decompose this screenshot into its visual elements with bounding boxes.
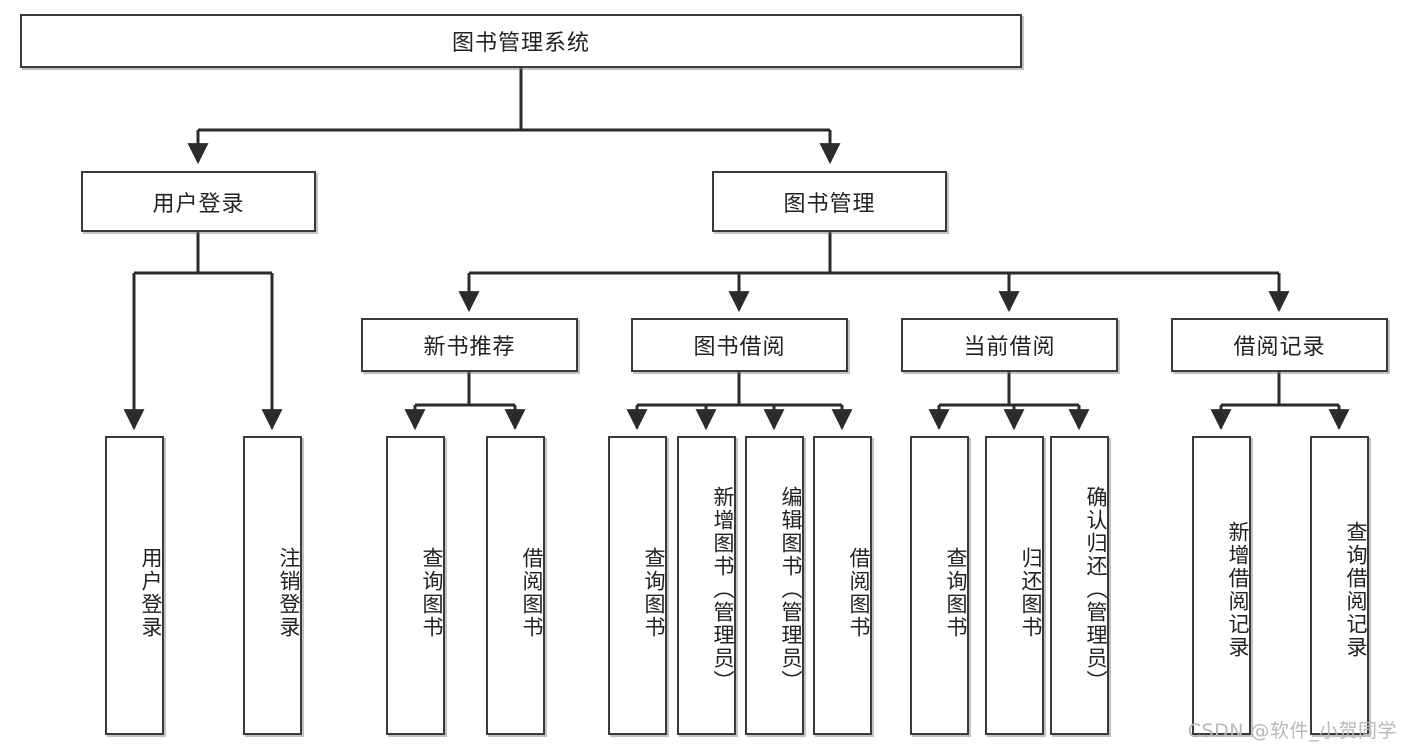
node-leaf-10[interactable]: 确认归还（管理员）	[1050, 436, 1109, 735]
node-level3-0[interactable]: 新书推荐	[361, 318, 578, 372]
node-leaf-12[interactable]: 查询借阅记录	[1310, 436, 1369, 735]
node-leaf-6[interactable]: 编辑图书（管理员）	[745, 436, 804, 735]
node-level3-1[interactable]: 图书借阅	[631, 318, 848, 372]
node-level3-3[interactable]: 借阅记录	[1171, 318, 1388, 372]
node-level2-0[interactable]: 用户登录	[81, 171, 316, 232]
node-leaf-2[interactable]: 查询图书	[386, 436, 445, 735]
node-leaf-7[interactable]: 借阅图书	[813, 436, 872, 735]
node-leaf-11[interactable]: 新增借阅记录	[1192, 436, 1251, 735]
node-leaf-1[interactable]: 注销登录	[243, 436, 302, 735]
node-leaf-8[interactable]: 查询图书	[910, 436, 969, 735]
node-leaf-4[interactable]: 查询图书	[608, 436, 667, 735]
node-root-system[interactable]: 图书管理系统	[20, 14, 1022, 68]
node-level3-2[interactable]: 当前借阅	[901, 318, 1118, 372]
node-leaf-9[interactable]: 归还图书	[985, 436, 1044, 735]
node-level2-1[interactable]: 图书管理	[712, 171, 947, 232]
node-leaf-3[interactable]: 借阅图书	[486, 436, 545, 735]
node-leaf-0[interactable]: 用户登录	[105, 436, 164, 735]
node-leaf-5[interactable]: 新增图书（管理员）	[677, 436, 736, 735]
